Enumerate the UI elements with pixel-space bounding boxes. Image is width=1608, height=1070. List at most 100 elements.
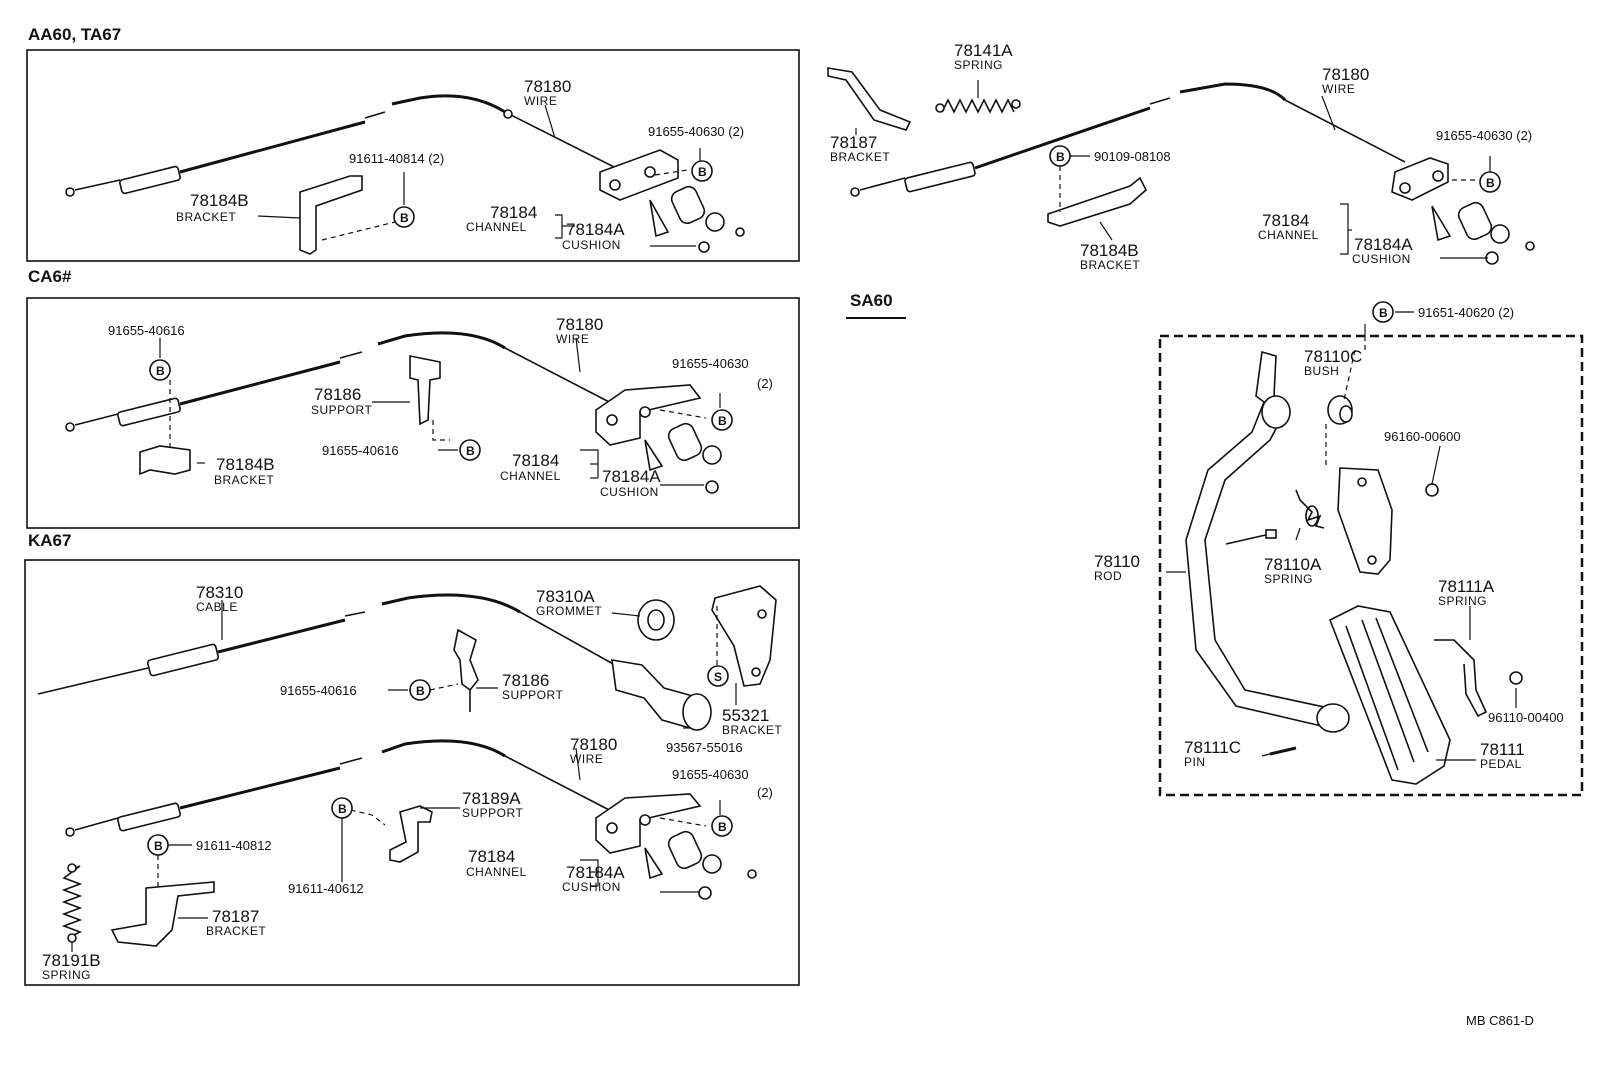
sa-rod-number: 78110 (1094, 552, 1140, 571)
ka-bracket2-number: 55321 (722, 706, 769, 725)
tr-channel-number: 78184 (1262, 211, 1309, 230)
ca-bolt-b-icon-1 (149, 359, 171, 381)
ka-grommet-number: 78310A (536, 587, 595, 606)
svg-text:B: B (154, 839, 163, 853)
svg-text:B: B (1056, 150, 1065, 164)
tr-wire-assembly (850, 82, 1406, 197)
sa-bolt-number: 91651-40620 (2) (1418, 305, 1514, 320)
svg-text:S: S (714, 670, 722, 684)
section-title-ca6: CA6# (28, 267, 72, 286)
sa-pedal (1328, 605, 1451, 785)
sa-spring-78110a (1295, 489, 1325, 529)
svg-text:B: B (466, 444, 475, 458)
sa-bolt-b-icon (1372, 301, 1394, 323)
ca-wire-name: WIRE (556, 332, 589, 346)
svg-text:B: B (338, 802, 347, 816)
tr-spring (935, 98, 1021, 114)
ka-spring-name: SPRING (42, 968, 91, 982)
tr-bracket2-name: BRACKET (1080, 258, 1140, 272)
sa-spring-78111a (1434, 639, 1488, 718)
ca-support-name: SUPPORT (311, 403, 372, 417)
panel-aa60 (26, 49, 800, 262)
panel-ka67 (24, 559, 800, 986)
sa-clip-number: 96160-00600 (1384, 429, 1461, 444)
svg-text:B: B (1379, 306, 1388, 320)
panel-ca6 (26, 297, 800, 529)
ca-wire-assembly (65, 331, 616, 432)
ka-support-name: SUPPORT (502, 688, 563, 702)
tr-spring-number: 78141A (954, 41, 1013, 60)
ca-clip3-number: 91655-40616 (322, 443, 399, 458)
ka-grommet-name: GROMMET (536, 604, 602, 618)
svg-text:B: B (156, 364, 165, 378)
ca-bolt-b-icon-3 (711, 409, 733, 431)
tr-bolt-b-icon-1 (1479, 171, 1501, 193)
tr-bolt-number: 90109-08108 (1094, 149, 1171, 164)
ka-bracket-78187 (110, 881, 215, 947)
tr-clip-number: 91655-40630 (2) (1436, 128, 1532, 143)
section-title-ka67: KA67 (28, 531, 71, 550)
ca-bolt-b-icon-2 (459, 439, 481, 461)
tr-wire-name: WIRE (1322, 82, 1355, 96)
aa-wire-name: WIRE (524, 94, 557, 108)
ka-bolt-b-icon-4 (147, 834, 169, 856)
ka-bracket2-name: BRACKET (722, 723, 782, 737)
sa-pedal-name: PEDAL (1480, 757, 1522, 771)
aa-bracket-name: BRACKET (176, 210, 236, 224)
ka-bracket-number: 78187 (212, 907, 259, 926)
tr-bracket-78187 (827, 67, 912, 131)
tr-cushion-number: 78184A (1354, 235, 1413, 254)
svg-text:B: B (718, 414, 727, 428)
ca-cushion-name: CUSHION (600, 485, 659, 499)
sa-rod-name: ROD (1094, 569, 1122, 583)
ka-bolt-b-icon-2 (711, 815, 733, 837)
ka-support-78186 (453, 628, 479, 712)
ka-bolt1-number: 91611-40812 (196, 838, 272, 853)
sa-spring-number: 78110A (1264, 555, 1322, 574)
ka-spring-number: 78191B (42, 951, 101, 970)
sa-clip-96110 (1509, 671, 1523, 685)
sa-bush (1327, 395, 1353, 425)
tr-bracket-name: BRACKET (830, 150, 890, 164)
sa-spring2-number: 78111A (1438, 577, 1495, 596)
ka-cushion-name: CUSHION (562, 880, 621, 894)
aa-bracket (299, 175, 363, 255)
ka-cable-assembly (37, 593, 616, 695)
svg-text:B: B (416, 684, 425, 698)
section-title-sa60: SA60 (850, 291, 893, 310)
diagram-code: MB C861-D (1466, 1013, 1534, 1028)
aa-channel-number: 78184 (490, 203, 537, 222)
ca-support-number: 78186 (314, 385, 361, 404)
aa-bracket-number: 78184B (190, 191, 249, 210)
tr-bracket-number: 78187 (830, 133, 877, 152)
ka-support2-name: SUPPORT (462, 806, 523, 820)
ka-bolt-b-icon-3 (331, 797, 353, 819)
sa-rod (1185, 350, 1350, 733)
ka-support-78189a (389, 805, 433, 863)
ka-cushion-number: 78184A (566, 863, 625, 882)
ka-clip2-number: 91655-40630 (672, 767, 749, 782)
svg-text:B: B (698, 165, 707, 179)
tr-bolt-b-icon-2 (1049, 145, 1071, 167)
panel-sa60-pedal-group (1158, 334, 1584, 797)
tr-wire-number: 78180 (1322, 65, 1369, 84)
svg-text:B: B (1486, 176, 1495, 190)
sa-clip2-number: 96110-00400 (1488, 710, 1564, 725)
ka-knob (611, 659, 712, 731)
ka-clip2-qty: (2) (757, 785, 773, 800)
ca-wire-number: 78180 (556, 315, 603, 334)
sa-bush-number: 78110C (1304, 347, 1362, 366)
tr-channel-name: CHANNEL (1258, 228, 1319, 242)
aa-bolt-number: 91611-40814 (2) (349, 151, 444, 166)
aa-channel-assembly (599, 149, 745, 253)
ka-channel-name: CHANNEL (466, 865, 527, 879)
ka-stud-s-icon (707, 665, 729, 687)
sa-pin-name: PIN (1184, 755, 1206, 769)
ca-bracket (139, 445, 191, 476)
tr-spring-name: SPRING (954, 58, 1003, 72)
ca-clip2-qty: (2) (757, 376, 773, 391)
ca-clip2-number: 91655-40630 (672, 356, 749, 371)
ca-cushion-number: 78184A (602, 467, 661, 486)
svg-text:B: B (400, 211, 409, 225)
